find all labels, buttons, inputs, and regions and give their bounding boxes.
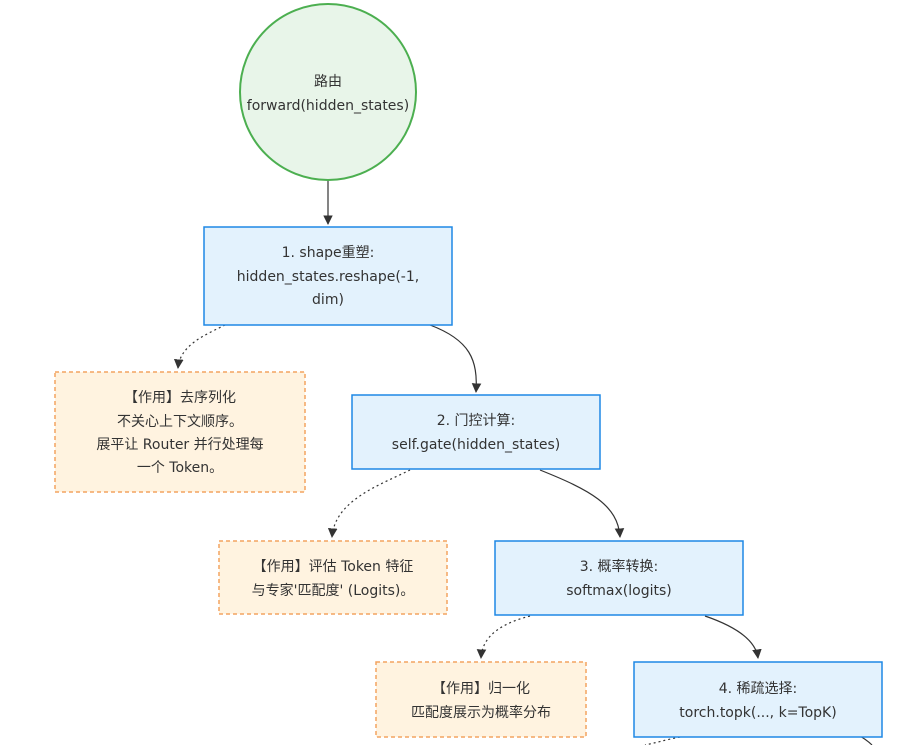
edge-step4-to-next-left	[644, 736, 681, 745]
note-node-evaluate-line1: 【作用】评估 Token 特征	[253, 559, 414, 575]
note-node-flatten-box	[54, 371, 306, 493]
note-node-flatten-line3: 展平让 Router 并行处理每	[96, 437, 263, 453]
step-node-reshape-line3: dim)	[312, 292, 344, 308]
note-node-evaluate: 【作用】评估 Token 特征 与专家'匹配度' (Logits)。	[218, 540, 448, 615]
note-node-flatten: 【作用】去序列化 不关心上下文顺序。 展平让 Router 并行处理每 一个 T…	[54, 371, 306, 493]
step-node-softmax-box	[494, 540, 744, 616]
step-node-reshape-box	[203, 226, 453, 326]
step-node-reshape-line1: 1. shape重塑:	[282, 245, 375, 261]
note-node-flatten-line4: 一个 Token。	[137, 460, 223, 476]
edge-step3-to-note3	[476, 615, 531, 659]
step-node-gate-line1: 2. 门控计算:	[437, 413, 516, 429]
note-node-normalize-box	[375, 661, 587, 738]
note-node-evaluate-line2: 与专家'匹配度' (Logits)。	[252, 582, 415, 599]
step-node-gate-line2: self.gate(hidden_states)	[392, 437, 560, 453]
note-node-normalize-line1: 【作用】归一化	[432, 680, 530, 697]
step-node-gate-box	[351, 394, 601, 470]
start-node-circle	[239, 3, 417, 181]
edge-step1-to-step2	[429, 324, 482, 393]
step-node-topk-line2: torch.topk(..., k=TopK)	[679, 705, 836, 721]
edge-step3-to-step4	[704, 615, 762, 659]
start-node: 路由 forward(hidden_states)	[239, 3, 417, 181]
start-node-title: 路由	[314, 74, 342, 90]
step-node-reshape: 1. shape重塑: hidden_states.reshape(-1, di…	[203, 226, 453, 326]
step-node-topk: 4. 稀疏选择: torch.topk(..., k=TopK)	[633, 661, 883, 738]
step-node-softmax-line2: softmax(logits)	[566, 583, 671, 599]
step-node-softmax: 3. 概率转换: softmax(logits)	[494, 540, 744, 616]
note-node-flatten-line2: 不关心上下文顺序。	[117, 414, 243, 430]
step-node-reshape-line2: hidden_states.reshape(-1,	[237, 269, 419, 285]
step-node-softmax-line1: 3. 概率转换:	[580, 558, 659, 575]
note-node-evaluate-box	[218, 540, 448, 615]
edge-step1-to-note1	[173, 324, 226, 369]
note-node-normalize: 【作用】归一化 匹配度展示为概率分布	[375, 661, 587, 738]
start-node-call: forward(hidden_states)	[247, 98, 409, 114]
note-node-flatten-line1: 【作用】去序列化	[124, 390, 236, 406]
edges	[173, 180, 873, 745]
edge-step2-to-step3	[539, 469, 625, 538]
edge-step2-to-note2	[327, 469, 411, 538]
step-node-topk-box	[633, 661, 883, 738]
step-node-gate: 2. 门控计算: self.gate(hidden_states)	[351, 394, 601, 470]
step-node-topk-line1: 4. 稀疏选择:	[719, 681, 798, 697]
note-node-normalize-line2: 匹配度展示为概率分布	[411, 704, 551, 721]
